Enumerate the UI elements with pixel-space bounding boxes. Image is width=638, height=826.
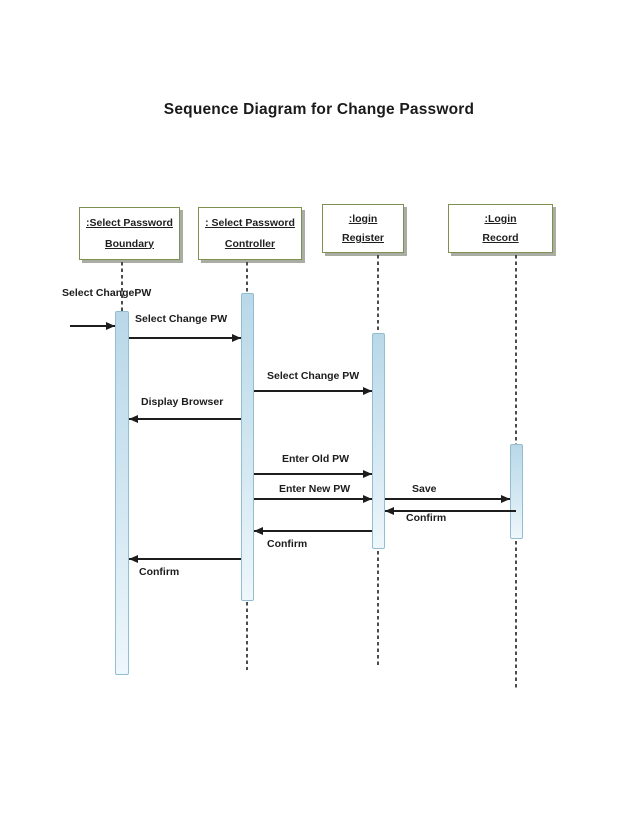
arrowhead-right-icon: [106, 322, 115, 330]
lifeline-record-upper: [515, 255, 517, 444]
message-label: Confirm: [267, 538, 308, 550]
message-label: Enter New PW: [279, 483, 351, 495]
message-label: Confirm: [406, 512, 447, 524]
lifeline-controller-upper: [246, 262, 248, 293]
lifeline-register-upper: [377, 255, 379, 333]
actor-label-line1: :login: [348, 212, 378, 225]
arrowhead-left-icon: [254, 527, 263, 535]
message-arrow-line: [129, 337, 241, 339]
arrowhead-right-icon: [363, 495, 372, 503]
lifeline-record-lower: [515, 541, 517, 689]
arrowhead-left-icon: [385, 507, 394, 515]
actor-label-line1: :Select Password: [86, 217, 173, 229]
activation-bar-record: [510, 444, 523, 539]
message-arrow-line: [254, 390, 372, 392]
lifeline-boundary-upper: [121, 262, 123, 311]
arrowhead-right-icon: [232, 334, 241, 342]
message-arrow-line: [254, 498, 372, 500]
lifeline-register-lower: [377, 551, 379, 667]
message-arrow-line: [385, 498, 510, 500]
message-arrow-line: [129, 558, 241, 560]
message-arrow-line: [254, 473, 372, 475]
actor-label-line1: :Login: [484, 212, 517, 225]
message-label: Confirm: [139, 566, 180, 578]
message-label: Display Browser: [141, 396, 224, 408]
activation-bar-controller: [241, 293, 254, 601]
lifeline-controller-lower: [246, 602, 248, 670]
message-arrow-line: [385, 510, 516, 512]
message-arrow-line: [254, 530, 372, 532]
actor-label-line2: Record: [482, 231, 519, 244]
message-label: Save: [412, 483, 437, 495]
arrowhead-right-icon: [363, 470, 372, 478]
activation-bar-boundary: [115, 311, 129, 675]
arrowhead-right-icon: [501, 495, 510, 503]
message-label: Select Change PW: [135, 313, 228, 325]
diagram-title: Sequence Diagram for Change Password: [163, 101, 475, 118]
actor-label-line2: Controller: [224, 237, 276, 250]
message-arrow-line: [70, 325, 115, 327]
arrowhead-right-icon: [363, 387, 372, 395]
actor-box-select-password-controller: : Select Password Controller: [198, 207, 302, 260]
arrowhead-left-icon: [129, 415, 138, 423]
activation-bar-register: [372, 333, 385, 549]
actor-box-select-password-boundary: :Select Password Boundary: [79, 207, 180, 260]
actor-label-line1: : Select Password: [205, 217, 295, 229]
actor-label-line2: Register: [341, 231, 384, 244]
message-label: Select Change PW: [267, 370, 360, 382]
message-label: Enter Old PW: [282, 453, 350, 465]
message-arrow-line: [129, 418, 241, 420]
message-label: Select ChangePW: [62, 287, 152, 299]
actor-box-login-record: :Login Record: [448, 204, 553, 253]
arrowhead-left-icon: [129, 555, 138, 563]
actor-box-login-register: :login Register: [322, 204, 404, 253]
actor-label-line2: Boundary: [104, 237, 154, 250]
